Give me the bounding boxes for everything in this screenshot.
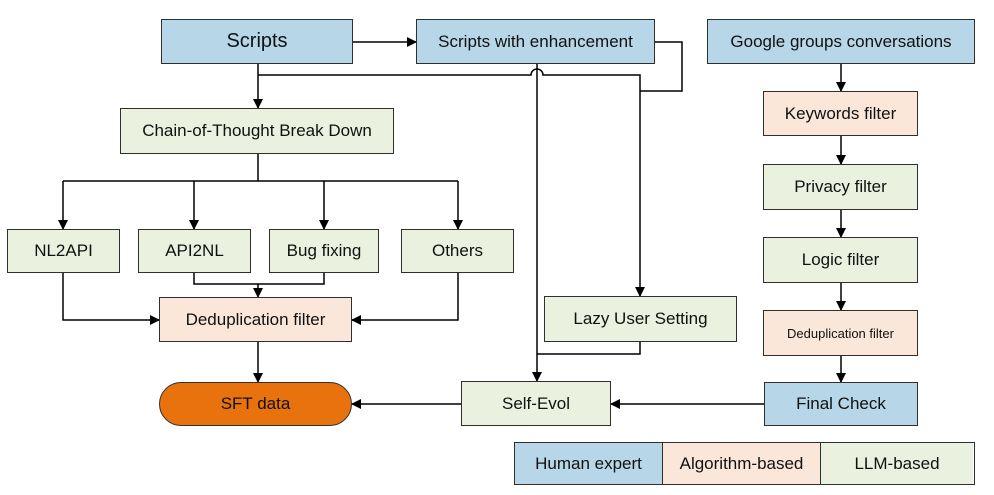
legend-algorithm-based: Algorithm-based <box>663 443 821 484</box>
line-lazy-to-selfevol <box>537 342 641 355</box>
node-deduplication-filter-right: Deduplication filter <box>763 310 918 356</box>
line-scripts-to-lazy <box>258 68 645 297</box>
node-lazy-user-setting: Lazy User Setting <box>544 296 737 342</box>
arrow-api2nl-bug-to-dedup <box>193 273 325 297</box>
legend-human-expert: Human expert <box>515 443 663 484</box>
node-sft-data: SFT data <box>159 382 352 426</box>
arrow-nl2api-to-dedup <box>62 273 160 325</box>
legend-llm-based: LLM-based <box>821 443 973 484</box>
node-logic-filter: Logic filter <box>763 237 918 283</box>
node-self-evol: Self-Evol <box>461 381 611 426</box>
node-bug-fixing: Bug fixing <box>269 229 379 273</box>
node-privacy-filter: Privacy filter <box>763 164 918 210</box>
node-nl2api: NL2API <box>7 229 120 273</box>
node-api2nl: API2NL <box>138 229 251 273</box>
node-others: Others <box>401 229 514 273</box>
node-deduplication-filter: Deduplication filter <box>159 297 352 342</box>
node-scripts-with-enhancement: Scripts with enhancement <box>416 19 655 64</box>
node-cot-break-down: Chain-of-Thought Break Down <box>120 108 394 154</box>
node-scripts: Scripts <box>161 19 353 64</box>
arrow-others-to-dedup <box>351 273 459 325</box>
node-final-check: Final Check <box>764 382 918 426</box>
node-keywords-filter: Keywords filter <box>763 91 918 136</box>
line-enhancement-to-lazy <box>640 41 683 92</box>
legend: Human expert Algorithm-based LLM-based <box>514 442 975 485</box>
node-google-groups: Google groups conversations <box>707 19 975 64</box>
